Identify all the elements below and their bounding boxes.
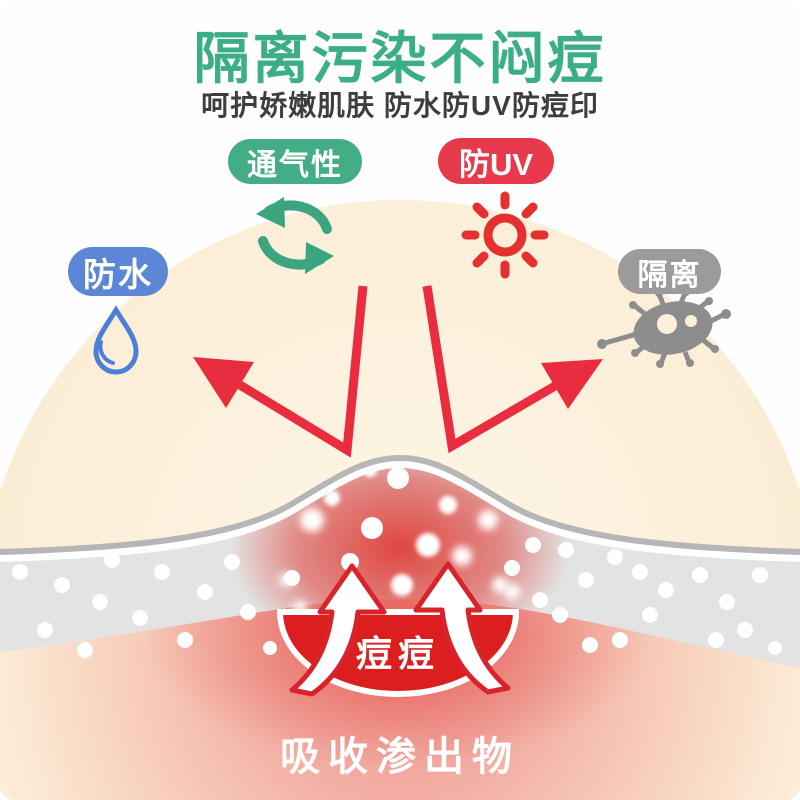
sun-icon (461, 191, 549, 279)
pimple-label: 痘痘 (356, 633, 440, 674)
water-drop-icon (93, 305, 139, 375)
absorb-arrows (289, 561, 511, 697)
deflect-arrow-right-icon (422, 285, 558, 454)
patch-film-line (0, 454, 800, 555)
patch-film-highlight (0, 455, 800, 562)
absorb-exudate-label: 吸收渗出物 (280, 735, 520, 779)
absorb-arrow-right-icon (413, 561, 511, 695)
badge-breathability: 通气性 (228, 139, 362, 184)
page-subtitle: 呵护娇嫩肌肤 防水防UV防痘印 (201, 90, 599, 121)
deflect-arrowheads (193, 357, 603, 409)
badge-isolation: 隔离 (618, 249, 721, 294)
badge-uv-label: 防UV (458, 146, 534, 182)
pimple-group: 痘痘 (276, 561, 520, 697)
badge-breathability-label: 通气性 (247, 148, 343, 182)
absorb-arrow-left-icon (289, 563, 387, 697)
deflect-arrows (237, 285, 558, 458)
patch-pores (12, 537, 782, 658)
badge-waterproof-label: 防水 (83, 255, 153, 293)
badge-uv: 防UV (438, 138, 554, 184)
page-title: 隔离污染不闷痘 (193, 27, 607, 90)
badge-waterproof: 防水 (68, 247, 168, 296)
germ-icon (597, 288, 731, 368)
patch-band (0, 454, 800, 668)
deflect-arrow-left-icon (237, 285, 368, 458)
badge-isolation-label: 隔离 (637, 258, 702, 292)
recycle-arrows-icon (256, 197, 334, 274)
